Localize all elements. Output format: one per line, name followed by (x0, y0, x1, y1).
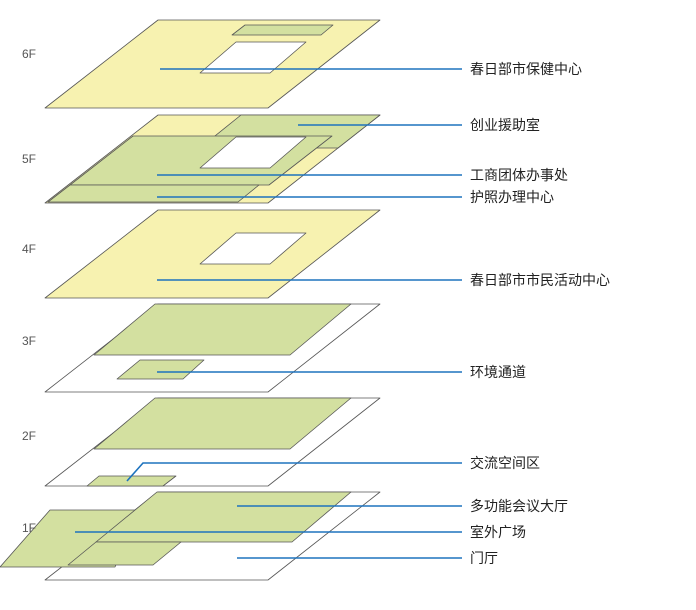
floor-4 (44, 209, 381, 299)
floor-4-void (199, 232, 307, 265)
leader-lines (75, 68, 462, 559)
floor-5 (44, 114, 381, 204)
callout-exchange-space: 交流空间区 (470, 455, 540, 472)
callout-lobby: 门厅 (470, 551, 498, 567)
callout-labels: 春日部市保健中心 创业援助室 工商团体办事处 护照办理中心 春日部市市民活动中心… (470, 61, 610, 567)
floor-6 (44, 19, 381, 109)
floor-label-2f: 2F (22, 429, 36, 443)
floor-1-lobby-strip (67, 541, 182, 566)
floor-3-green-block (93, 303, 352, 356)
floor-label-4f: 4F (22, 242, 36, 256)
floor-label-3f: 3F (22, 334, 36, 348)
floor-1-hall (95, 491, 352, 543)
floor-label-1f: 1F (22, 521, 36, 535)
callout-startup-room: 创业援助室 (470, 117, 540, 134)
floor-6-top-strip (231, 24, 334, 36)
callout-multipurpose-hall: 多功能会议大厅 (470, 498, 568, 515)
floor-3-walkway (116, 359, 205, 380)
floor-5-passport-center (47, 184, 260, 203)
leader-2f-exchange (126, 462, 462, 482)
callout-business-office: 工商团体办事处 (470, 168, 568, 184)
callout-health-center: 春日部市保健中心 (470, 61, 582, 78)
floor-2-exchange-space (86, 475, 177, 487)
callout-walkway: 环境通道 (470, 365, 526, 381)
floor-1 (0, 491, 381, 581)
floor-label-5f: 5F (22, 152, 36, 166)
floor-label-6f: 6F (22, 47, 36, 61)
floor-3 (44, 303, 381, 393)
callout-civic-center: 春日部市市民活动中心 (470, 272, 610, 289)
floor-2 (44, 397, 381, 487)
callout-passport-center: 护照办理中心 (470, 190, 554, 206)
floor-5-void (199, 136, 307, 169)
floor-2-green-block (93, 397, 352, 450)
floor-6-void (199, 41, 307, 74)
callout-outdoor-plaza: 室外广场 (470, 524, 526, 541)
